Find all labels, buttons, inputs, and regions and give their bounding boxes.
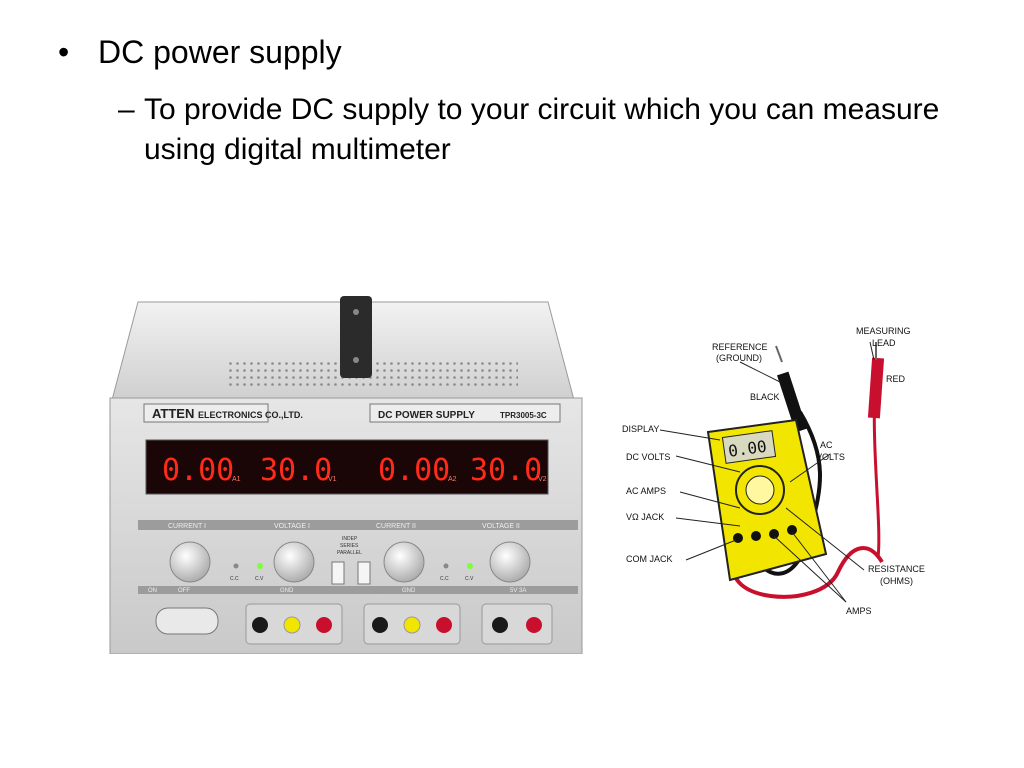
black-probe: [777, 371, 807, 433]
fixed-out-label: 5V 3A: [510, 588, 526, 594]
dc-power-supply-image: ATTEN ELECTRONICS CO.,LTD. DC POWER SUPP…: [108, 290, 584, 655]
terminal-black-1[interactable]: [252, 617, 268, 633]
red-lead-wire: [731, 546, 884, 599]
power-on-label: ON: [148, 588, 157, 594]
label-display: DISPLAY: [622, 424, 659, 434]
psu-title-label: DC POWER SUPPLY: [378, 410, 475, 421]
mode-switch-2[interactable]: [357, 561, 371, 585]
unit-v1: V1: [328, 476, 337, 483]
label-ac-amps: AC AMPS: [626, 486, 666, 496]
multimeter-diagram: 0.00 REFERENCE (GROUND) MEASURING LEAD R…: [620, 322, 960, 622]
psu-model-label: TPR3005-3C: [500, 411, 547, 420]
vent-holes: [228, 358, 518, 388]
label-lead: LEAD: [872, 338, 896, 348]
terminal-ground-2[interactable]: [403, 616, 421, 634]
gnd-label-2: GND: [402, 588, 416, 594]
meter-display: [721, 430, 777, 464]
power-off-label: OFF: [178, 588, 190, 594]
power-button[interactable]: [155, 607, 219, 635]
carry-handle: [340, 296, 372, 378]
brand-label: ATTEN: [152, 406, 194, 421]
label-current-2: CURRENT II: [376, 523, 416, 530]
multimeter-drawing: 0.00 REFERENCE (GROUND) MEASURING LEAD R…: [622, 326, 925, 616]
label-volts: VOLTS: [816, 452, 845, 462]
power-supply-drawing: ATTEN ELECTRONICS CO.,LTD. DC POWER SUPP…: [109, 296, 583, 655]
cv-label-1: C.V: [255, 576, 264, 582]
knob-current-2[interactable]: [383, 541, 425, 583]
unit-a1: A1: [232, 476, 241, 483]
cv-led-1: [257, 563, 263, 569]
display-current-2: 0.00: [378, 453, 450, 488]
unit-a2: A2: [448, 476, 457, 483]
label-com-jack: COM JACK: [626, 554, 673, 564]
label-amps: AMPS: [846, 606, 872, 616]
label-ground: (GROUND): [716, 353, 762, 363]
mode-series-label: SERIES: [340, 543, 359, 549]
bullet-marker: •: [58, 34, 70, 70]
sub-bullet-text: To provide DC supply to your circuit whi…: [144, 93, 940, 166]
unit-v2: V2: [538, 476, 547, 483]
display-current-1: 0.00: [162, 453, 234, 488]
amps-jack[interactable]: [769, 529, 779, 539]
vohm-jack[interactable]: [751, 531, 761, 541]
cc-label-1: C.C: [230, 576, 239, 582]
gnd-label-1: GND: [280, 588, 294, 594]
display-voltage-2: 30.0: [470, 453, 542, 488]
cc-led-2: [443, 563, 449, 569]
mode-indep-label: INDEP: [342, 536, 358, 542]
terminal-ground-1[interactable]: [283, 616, 301, 634]
cv-label-2: C.V: [465, 576, 474, 582]
dash-marker: –: [118, 93, 135, 126]
knob-voltage-1[interactable]: [273, 541, 315, 583]
ma-jack[interactable]: [787, 525, 797, 535]
label-ac: AC: [820, 440, 833, 450]
label-dc-volts: DC VOLTS: [626, 452, 670, 462]
knob-current-1[interactable]: [169, 541, 211, 583]
label-voltage-2: VOLTAGE II: [482, 523, 520, 530]
mode-parallel-label: PARALLEL: [337, 550, 362, 556]
bullet-heading: • DC power supply: [58, 30, 342, 74]
terminal-black-2[interactable]: [372, 617, 388, 633]
label-red: RED: [886, 374, 906, 384]
knob-voltage-2[interactable]: [489, 541, 531, 583]
label-resistance: RESISTANCE: [868, 564, 925, 574]
terminal-black-3[interactable]: [492, 617, 508, 633]
display-voltage-1: 30.0: [260, 453, 332, 488]
psu-display-window: [145, 439, 549, 495]
com-jack[interactable]: [733, 533, 743, 543]
cv-led-2: [467, 563, 473, 569]
terminal-red-2[interactable]: [436, 617, 452, 633]
label-black: BLACK: [750, 392, 780, 402]
label-voltage-1: VOLTAGE I: [274, 523, 310, 530]
label-ohms: (OHMS): [880, 576, 913, 586]
sub-bullet: – To provide DC supply to your circuit w…: [118, 90, 978, 170]
terminal-red-1[interactable]: [316, 617, 332, 633]
label-measuring: MEASURING: [856, 326, 911, 336]
label-reference: REFERENCE: [712, 342, 768, 352]
heading-text: DC power supply: [98, 34, 342, 70]
label-vohm-jack: VΩ JACK: [626, 512, 664, 522]
red-probe: [867, 357, 885, 419]
label-current-1: CURRENT I: [168, 523, 206, 530]
terminal-red-3[interactable]: [526, 617, 542, 633]
cc-label-2: C.C: [440, 576, 449, 582]
mode-switch-1[interactable]: [331, 561, 345, 585]
maker-label: ELECTRONICS CO.,LTD.: [198, 410, 303, 420]
cc-led-1: [233, 563, 239, 569]
